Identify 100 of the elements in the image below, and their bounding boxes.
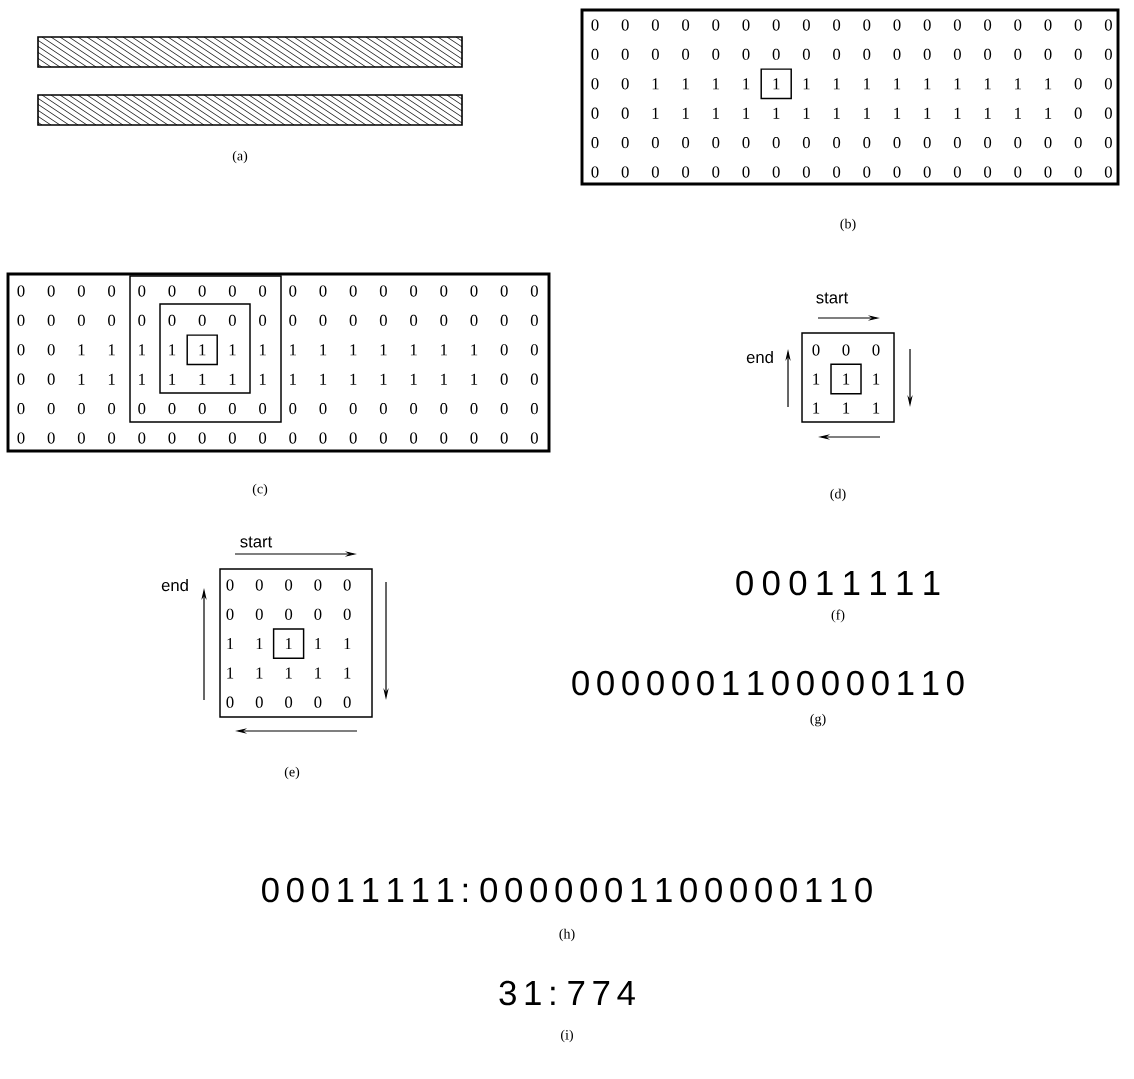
table-cell: 0 <box>228 432 236 444</box>
highlight-box: 1 <box>760 68 792 100</box>
table-cell: 1 <box>1045 78 1052 90</box>
table-cell: 1 <box>682 107 689 119</box>
table-cell: 0 <box>108 285 116 297</box>
table-cell: 0 <box>343 696 351 708</box>
table-cell: 0 <box>410 432 418 444</box>
table-cell: 1 <box>344 638 351 650</box>
table-cell: 0 <box>530 373 538 385</box>
table-cell: 1 <box>315 667 322 679</box>
table-cell: 0 <box>893 166 901 178</box>
table-cell: 0 <box>1104 48 1112 61</box>
table-cell: 1 <box>350 344 357 356</box>
table-cell: 0 <box>470 285 478 297</box>
panel-caption: (a) <box>232 150 248 164</box>
table-cell: 0 <box>410 403 418 415</box>
table-cell: 1 <box>652 107 659 119</box>
table-cell: 0 <box>108 314 116 327</box>
table-cell: 0 <box>621 107 629 119</box>
table-cell: 1 <box>803 107 810 119</box>
table-cell: 1 <box>441 373 447 385</box>
table-cell: 0 <box>1104 137 1112 149</box>
panel-caption: (h) <box>559 928 575 942</box>
table-cell: 1 <box>78 344 85 356</box>
table-cell: 0 <box>379 432 387 444</box>
table-cell: 1 <box>1015 107 1021 119</box>
direction-label: start <box>240 536 273 548</box>
table-cell: 0 <box>923 48 931 61</box>
table-cell: 0 <box>440 432 448 444</box>
table-cell: 0 <box>77 285 85 297</box>
table-cell: 0 <box>1044 137 1052 149</box>
table-cell: 0 <box>226 579 234 591</box>
table-cell: 0 <box>47 314 55 327</box>
table-cell: 1 <box>290 344 296 356</box>
table-cell: 0 <box>138 285 146 297</box>
table-cell: 0 <box>591 137 599 149</box>
table-cell: 0 <box>259 285 267 297</box>
table-cell: 0 <box>591 48 599 61</box>
table-cell: 0 <box>712 48 720 61</box>
table-cell: 0 <box>984 137 992 149</box>
table-cell: 0 <box>349 314 357 327</box>
table-cell: 0 <box>1074 19 1082 31</box>
table-cell: 0 <box>198 432 206 444</box>
table-cell: 0 <box>440 403 448 415</box>
table-cell: 0 <box>138 403 146 415</box>
table-cell: 0 <box>802 19 810 31</box>
table-cell: 0 <box>228 285 236 297</box>
table-cell: 0 <box>682 137 690 149</box>
table-cell: 0 <box>500 314 508 327</box>
table-cell: 0 <box>289 403 297 415</box>
table-cell: 1 <box>864 78 870 90</box>
table-cell: 0 <box>651 137 659 149</box>
table-cell: 0 <box>410 314 418 327</box>
table-cell: 0 <box>1044 166 1052 178</box>
table-cell: 0 <box>470 403 478 415</box>
table-cell: 0 <box>651 166 659 178</box>
table-cell: 0 <box>500 373 508 385</box>
table-cell: 0 <box>1014 166 1022 178</box>
table-cell: 0 <box>17 373 25 385</box>
table-cell: 0 <box>772 19 780 31</box>
table-cell: 0 <box>228 403 236 415</box>
table-cell: 0 <box>682 19 690 31</box>
table-cell: 0 <box>651 19 659 31</box>
table-cell: 0 <box>802 166 810 178</box>
table-cell: 1 <box>471 373 478 385</box>
table-cell: 0 <box>226 608 234 620</box>
table-cell: 1 <box>833 78 840 90</box>
table-cell: 0 <box>651 48 659 61</box>
table-cell: 0 <box>953 137 961 149</box>
table-cell: 0 <box>923 19 931 31</box>
table-cell: 1 <box>380 373 387 385</box>
table-cell: 0 <box>742 19 750 31</box>
table-cell: 0 <box>682 48 690 61</box>
table-cell: 0 <box>863 166 871 178</box>
table-cell: 0 <box>470 314 478 327</box>
table-cell: 1 <box>380 344 387 356</box>
table-cell: 1 <box>864 107 870 119</box>
table-cell: 0 <box>923 137 931 149</box>
table-cell: 0 <box>530 314 538 327</box>
table-cell: 0 <box>1044 19 1052 31</box>
table-cell: 0 <box>591 78 599 90</box>
table-cell: 1 <box>1015 78 1021 90</box>
highlight-box: 1 <box>186 334 218 366</box>
panel-caption: (g) <box>810 713 826 727</box>
table-cell: 1 <box>139 344 145 356</box>
table-cell: 1 <box>924 107 931 119</box>
table-cell: 0 <box>530 432 538 444</box>
table-cell: 1 <box>984 107 991 119</box>
table-cell: 0 <box>1104 166 1112 178</box>
table-cell: 0 <box>17 432 25 444</box>
panel-caption: (d) <box>830 488 846 502</box>
table-cell: 1 <box>78 373 85 385</box>
table-cell: 0 <box>1104 78 1112 90</box>
table-cell: 0 <box>108 403 116 415</box>
table-cell: 0 <box>349 432 357 444</box>
bit-string: 0 0 0 0 0 0 1 1 0 0 0 0 0 1 1 0 <box>572 670 964 696</box>
panel-caption: (e) <box>284 766 300 780</box>
table-cell: 0 <box>742 48 750 61</box>
table-cell: 0 <box>47 344 55 356</box>
table-cell: 1 <box>652 78 659 90</box>
